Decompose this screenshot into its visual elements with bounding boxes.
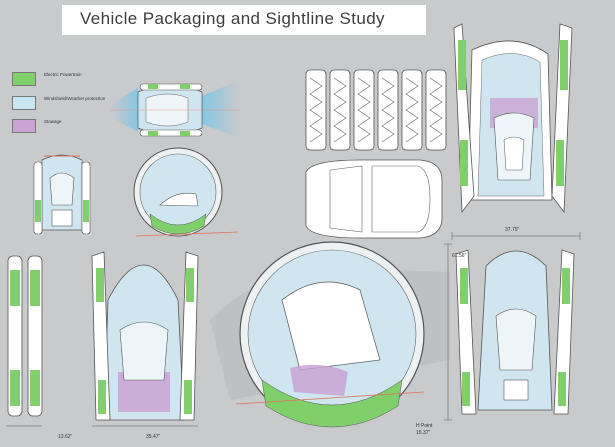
plan-view-small xyxy=(110,80,240,138)
front-view-narrow xyxy=(7,255,43,417)
title-banner xyxy=(62,5,426,35)
dimension-width-b: 35.47" xyxy=(146,434,161,440)
legend-label-powertrain: Electric Powertrain xyxy=(44,72,82,77)
front-view-small xyxy=(33,154,91,235)
legend-label-stowage: Stowage xyxy=(44,119,62,124)
page-title: Vehicle Packaging and Sightline Study xyxy=(80,9,385,28)
front-view-bottom-2 xyxy=(455,249,575,415)
dimension-width-a: 13.62" xyxy=(58,434,73,440)
legend-swatch-windshield xyxy=(12,96,36,110)
side-view-large xyxy=(210,241,450,428)
legend-swatch-powertrain xyxy=(12,72,36,86)
side-view-small xyxy=(133,147,239,237)
dimension-top-width: 37.75" xyxy=(505,227,520,233)
legend-label-windshield: Windshield/Weather protection xyxy=(44,96,106,101)
car-outline xyxy=(305,159,443,239)
dimension-lines xyxy=(6,232,581,427)
front-view-large-top xyxy=(453,23,573,214)
legend-swatch-stowage xyxy=(12,119,36,133)
dimension-side-height: 61.56" xyxy=(452,253,467,259)
h-point-value: 15.37" xyxy=(416,430,431,436)
tire-array xyxy=(305,69,447,151)
h-point-label: H Point xyxy=(416,423,433,429)
front-view-bottom-1 xyxy=(91,251,199,421)
